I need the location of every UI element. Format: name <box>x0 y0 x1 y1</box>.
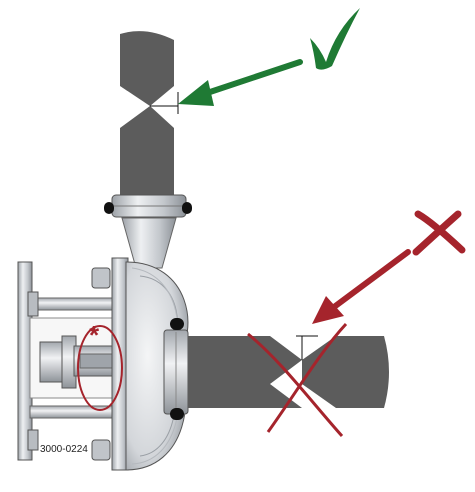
check-mark-icon <box>310 8 360 70</box>
discharge-flange <box>163 318 189 420</box>
correct-arrow <box>178 59 303 106</box>
seal-marker-asterisk: * <box>89 320 100 350</box>
suction-flange <box>104 194 192 218</box>
discharge-pipe <box>188 335 389 408</box>
inlet-cone <box>121 217 177 269</box>
wrong-placement-cross <box>247 322 348 437</box>
wrong-arrow <box>312 249 411 324</box>
cross-mark-icon <box>412 210 466 256</box>
drawing-code-label: 3000-0224 <box>40 444 88 455</box>
suction-pipe <box>120 31 179 196</box>
seal-highlight-oval <box>77 325 123 411</box>
